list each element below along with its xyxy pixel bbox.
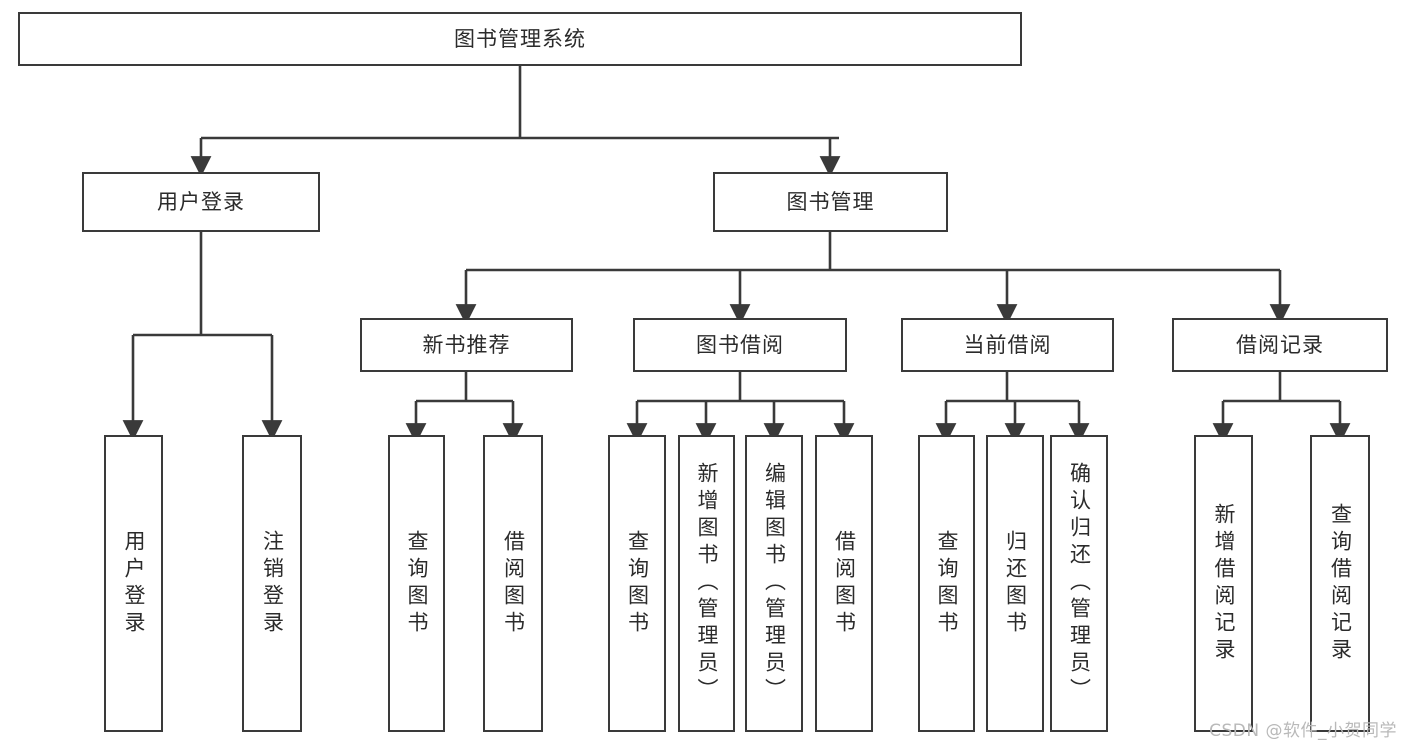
node-leaf-query-book-2[interactable]: 查询图书 <box>608 435 666 732</box>
node-root[interactable]: 图书管理系统 <box>18 12 1022 66</box>
node-leaf-query-book-2-label: 查询图书 <box>625 529 650 638</box>
node-leaf-query-book-1[interactable]: 查询图书 <box>388 435 445 732</box>
node-book-borrow[interactable]: 图书借阅 <box>633 318 847 372</box>
node-leaf-borrow-book-1[interactable]: 借阅图书 <box>483 435 543 732</box>
node-leaf-user-login-label: 用户登录 <box>122 529 146 638</box>
node-new-book-rec-label: 新书推荐 <box>422 332 511 357</box>
node-leaf-confirm-return-label: 确认归还（管理员） <box>1067 462 1092 705</box>
node-leaf-logout[interactable]: 注销登录 <box>242 435 302 732</box>
node-leaf-return-book[interactable]: 归还图书 <box>986 435 1044 732</box>
node-borrow-record[interactable]: 借阅记录 <box>1172 318 1388 372</box>
csdn-watermark: CSDN @软件_小贺同学 <box>1209 721 1397 741</box>
node-leaf-query-record-label: 查询借阅记录 <box>1328 502 1353 665</box>
node-user-login-label: 用户登录 <box>157 189 245 214</box>
node-leaf-borrow-book-2[interactable]: 借阅图书 <box>815 435 873 732</box>
node-root-label: 图书管理系统 <box>454 26 586 51</box>
node-new-book-rec[interactable]: 新书推荐 <box>360 318 573 372</box>
node-leaf-add-book-label: 新增图书（管理员） <box>695 462 719 705</box>
node-leaf-query-book-3-label: 查询图书 <box>935 529 959 638</box>
node-leaf-logout-label: 注销登录 <box>260 529 285 638</box>
node-leaf-query-book-3[interactable]: 查询图书 <box>918 435 975 732</box>
node-leaf-add-record[interactable]: 新增借阅记录 <box>1194 435 1253 732</box>
node-book-manage-label: 图书管理 <box>786 189 875 214</box>
node-leaf-borrow-book-1-label: 借阅图书 <box>501 529 526 638</box>
node-leaf-query-record[interactable]: 查询借阅记录 <box>1310 435 1370 732</box>
node-book-borrow-label: 图书借阅 <box>696 332 784 357</box>
node-book-manage[interactable]: 图书管理 <box>713 172 948 232</box>
node-leaf-add-book[interactable]: 新增图书（管理员） <box>678 435 735 732</box>
node-leaf-query-book-1-label: 查询图书 <box>405 529 429 638</box>
node-leaf-user-login[interactable]: 用户登录 <box>104 435 163 732</box>
node-user-login[interactable]: 用户登录 <box>82 172 320 232</box>
node-leaf-return-book-label: 归还图书 <box>1003 529 1028 638</box>
node-current-borrow-label: 当前借阅 <box>963 332 1052 357</box>
node-borrow-record-label: 借阅记录 <box>1236 332 1324 357</box>
node-leaf-confirm-return[interactable]: 确认归还（管理员） <box>1050 435 1108 732</box>
node-leaf-edit-book[interactable]: 编辑图书（管理员） <box>745 435 803 732</box>
node-leaf-borrow-book-2-label: 借阅图书 <box>832 529 857 638</box>
node-current-borrow[interactable]: 当前借阅 <box>901 318 1114 372</box>
node-leaf-edit-book-label: 编辑图书（管理员） <box>762 462 787 705</box>
node-leaf-add-record-label: 新增借阅记录 <box>1212 502 1236 665</box>
